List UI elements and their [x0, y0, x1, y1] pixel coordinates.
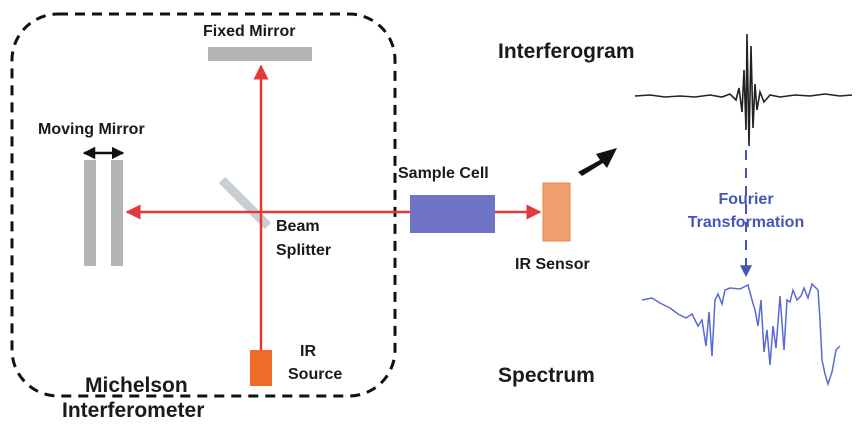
beam-splitter-label-line1: Beam: [276, 218, 320, 235]
fourier-label-line2: Transformation: [687, 214, 805, 231]
moving-mirror-plate: [111, 160, 123, 266]
interferometer-boundary: [10, 12, 397, 398]
fixed-mirror: [208, 47, 312, 61]
moving-mirror-label: Moving Mirror: [38, 121, 145, 138]
michelson-label-line1: Michelson: [85, 374, 188, 397]
interferogram-label: Interferogram: [498, 40, 635, 63]
spectrum-label: Spectrum: [498, 364, 595, 387]
ir-source-label-line2: Source: [288, 366, 343, 383]
beam-splitter-label-line2: Splitter: [276, 242, 332, 259]
ir-source: [250, 350, 272, 386]
spectrum-trace: [641, 282, 841, 387]
interferogram-trace: [634, 33, 853, 147]
ir-sensor-label: IR Sensor: [515, 256, 590, 273]
sample-cell: [410, 195, 495, 233]
fourier-label-line1: Fourier: [718, 191, 774, 208]
moving-mirror-plate: [84, 160, 96, 266]
ir-source-label-line1: IR: [300, 343, 316, 360]
output-arrow: [578, 148, 617, 176]
fixed-mirror-label: Fixed Mirror: [203, 23, 296, 40]
sample-cell-label: Sample Cell: [398, 165, 489, 182]
ir-sensor: [542, 182, 571, 242]
michelson-label-line2: Interferometer: [62, 399, 205, 422]
